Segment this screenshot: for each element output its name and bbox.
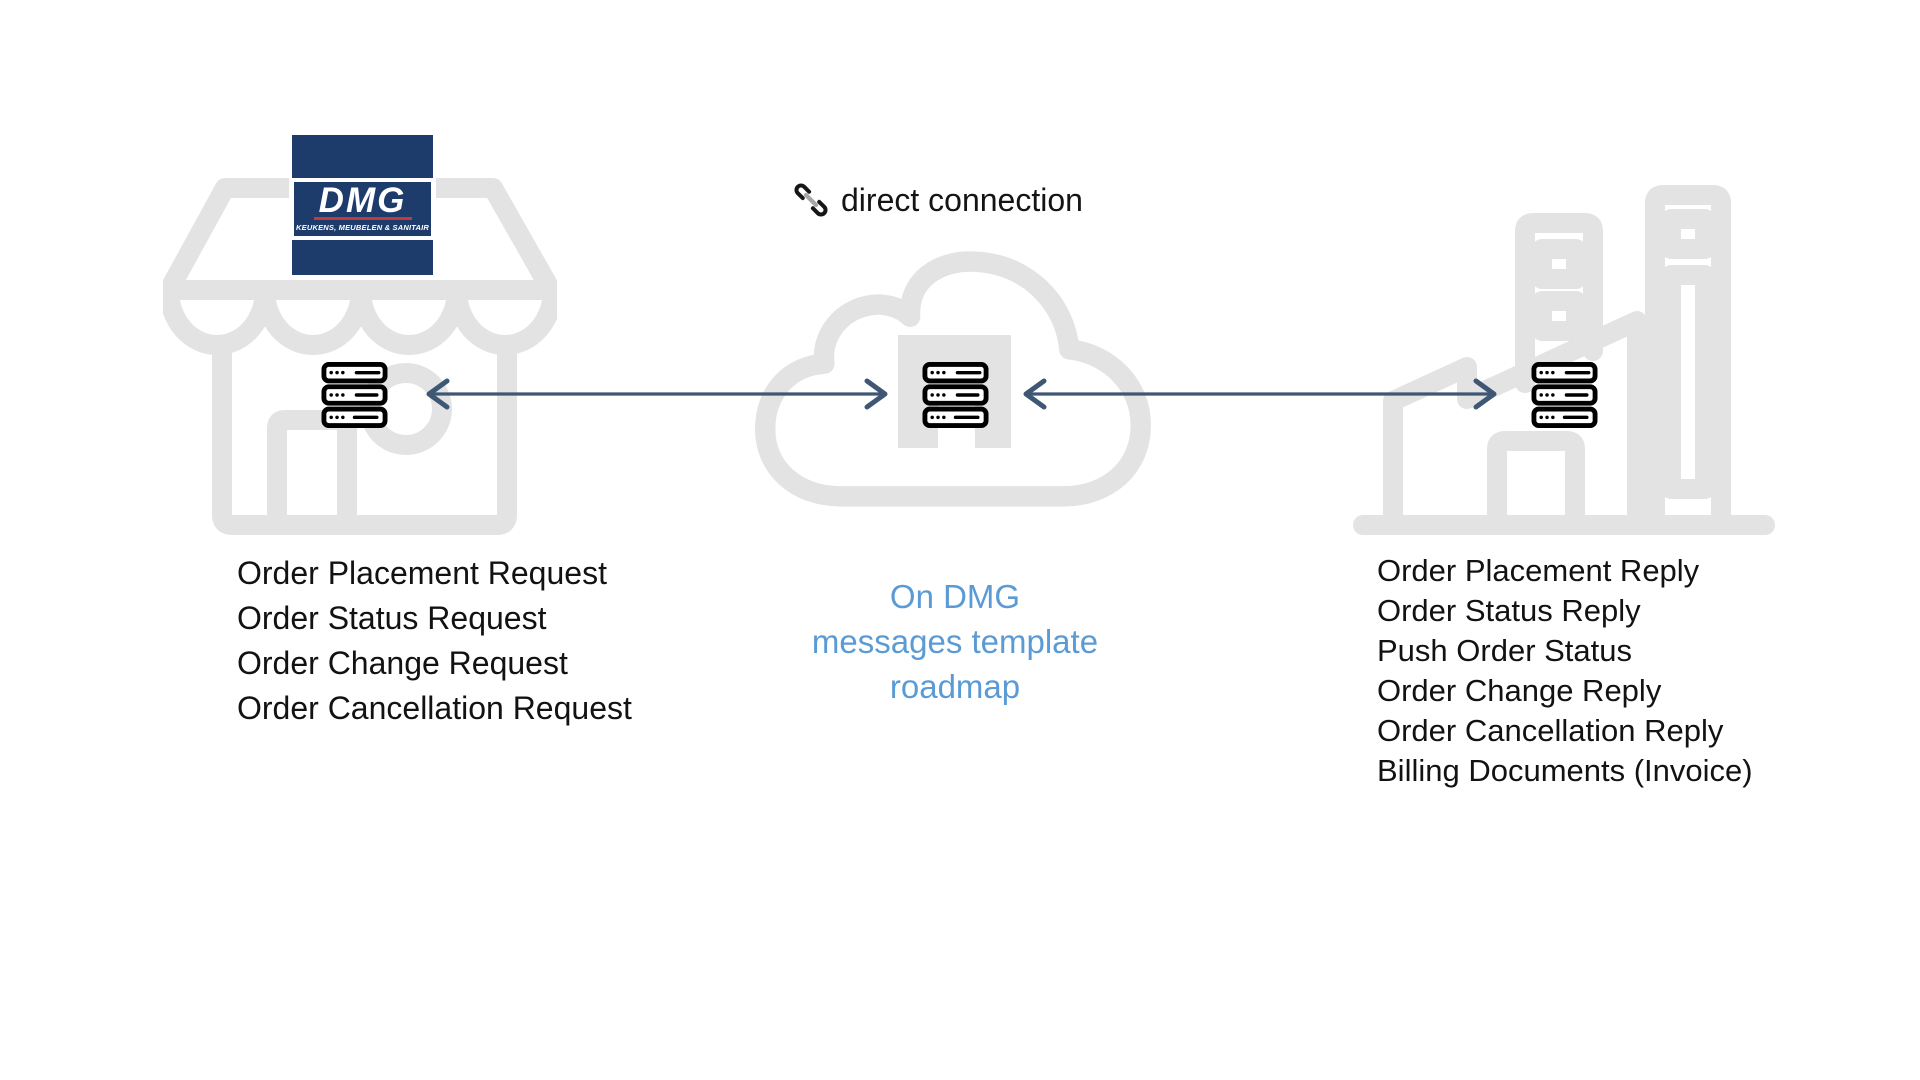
- dmg-logo: DMG KEUKENS, MEUBELEN & SANITAIR: [289, 135, 436, 275]
- list-item: Order Cancellation Request: [237, 690, 632, 726]
- center-note-line: roadmap: [889, 668, 1021, 705]
- storefront-icon: [163, 178, 557, 535]
- dmg-logo-title: DMG: [318, 180, 407, 220]
- list-item: Push Order Status: [1377, 633, 1633, 668]
- list-item: Order Change Request: [237, 645, 568, 681]
- double-arrow-left-to-cloud: [426, 378, 888, 410]
- list-item: Order Cancellation Reply: [1377, 713, 1724, 748]
- link-icon: [794, 183, 828, 217]
- list-item: Billing Documents (Invoice): [1377, 753, 1753, 788]
- left-messages-list: Order Placement Request Order Status Req…: [237, 551, 632, 731]
- cloud-icon: [755, 251, 1151, 507]
- server-icon: [922, 362, 989, 428]
- right-messages-list: Order Placement Reply Order Status Reply…: [1377, 551, 1753, 791]
- server-icon: [1531, 362, 1598, 428]
- list-item: Order Status Reply: [1377, 593, 1641, 628]
- dmg-logo-band: DMG KEUKENS, MEUBELEN & SANITAIR: [289, 178, 436, 240]
- server-icon: [321, 362, 388, 428]
- list-item: Order Status Request: [237, 600, 547, 636]
- direct-connection-label-group: direct connection: [793, 180, 1083, 220]
- list-item: Order Change Reply: [1377, 673, 1662, 708]
- center-note-line: On DMG: [889, 578, 1021, 615]
- factory-icon: [1353, 185, 1775, 535]
- dmg-logo-panel: DMG KEUKENS, MEUBELEN & SANITAIR: [294, 182, 431, 236]
- direct-connection-label: direct connection: [841, 181, 1083, 218]
- center-note: On DMG messages template roadmap: [800, 574, 1110, 709]
- dmg-logo-red-rule: [313, 217, 412, 221]
- center-note-line: messages template: [811, 623, 1099, 660]
- double-arrow-cloud-to-factory: [1023, 378, 1497, 410]
- dmg-logo-subtitle: KEUKENS, MEUBELEN & SANITAIR: [296, 223, 429, 233]
- list-item: Order Placement Reply: [1377, 553, 1700, 588]
- list-item: Order Placement Request: [237, 555, 607, 591]
